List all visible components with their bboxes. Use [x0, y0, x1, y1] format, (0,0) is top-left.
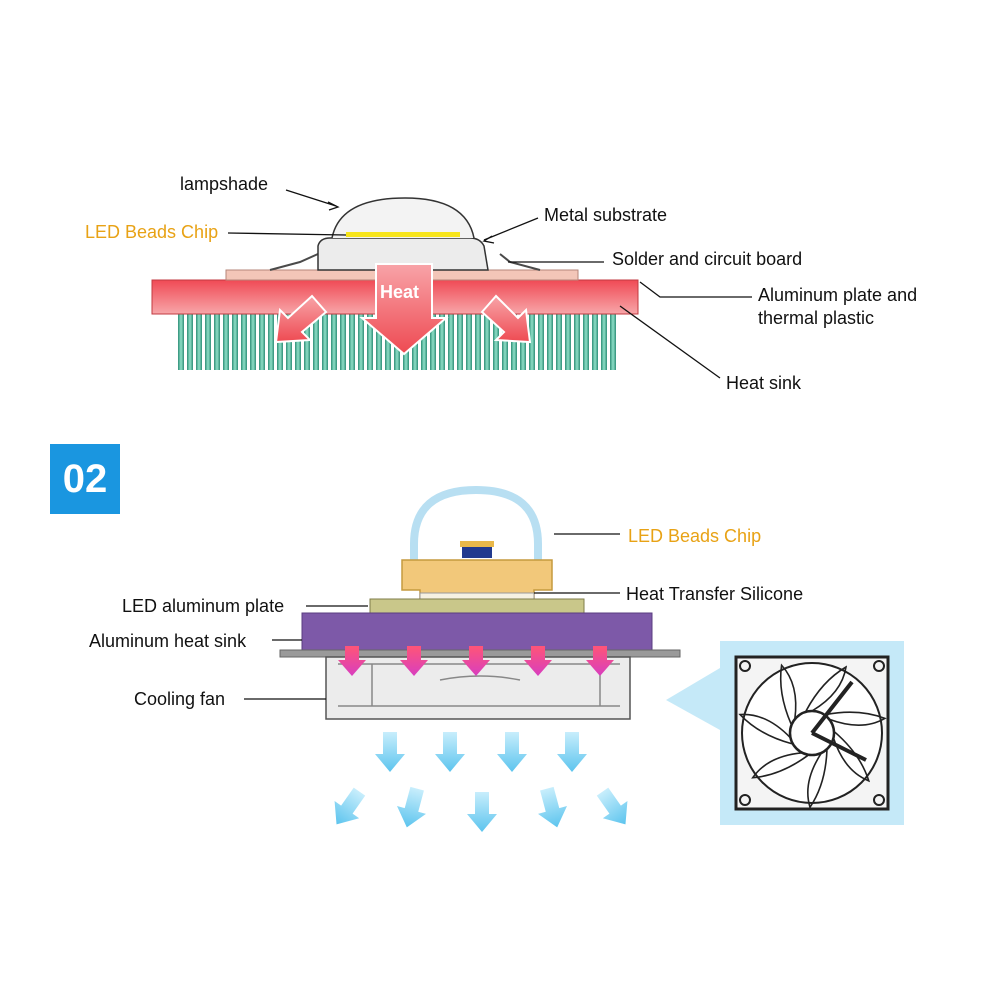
- fin: [529, 314, 535, 370]
- heat-arrow-icon: [524, 646, 552, 676]
- fin: [196, 314, 202, 370]
- heat-arrow-icon: [359, 263, 449, 356]
- label-solder-circuit-board: Solder and circuit board: [612, 249, 803, 269]
- fin: [187, 314, 193, 370]
- fin: [313, 314, 319, 370]
- label-aluminum-plate-2: thermal plastic: [758, 308, 875, 328]
- label-heat-sink: Heat sink: [726, 373, 802, 393]
- fin: [493, 314, 499, 370]
- fin: [340, 314, 346, 370]
- fin: [610, 314, 616, 370]
- heat-flow-arrows: [338, 646, 614, 676]
- fan-inset: [666, 641, 904, 825]
- fin: [349, 314, 355, 370]
- airflow-arrow-icon: [375, 732, 405, 772]
- callout-lines-2: [244, 533, 620, 700]
- fin: [439, 314, 445, 370]
- fin: [214, 314, 220, 370]
- heat-arrow-icon: [462, 646, 490, 676]
- fin: [421, 314, 427, 370]
- fin: [250, 314, 256, 370]
- label-led-chip-1: LED Beads Chip: [85, 222, 219, 242]
- airflow-arrow-icon: [334, 787, 366, 825]
- led-chip-2: [462, 546, 492, 558]
- fin: [475, 314, 481, 370]
- fin: [448, 314, 454, 370]
- fin: [538, 314, 544, 370]
- fin: [601, 314, 607, 370]
- lens-dome: [410, 485, 542, 566]
- airflow-arrow-icon: [538, 786, 568, 828]
- lampshade: [331, 197, 475, 239]
- label-heat-transfer-silicone: Heat Transfer Silicone: [626, 584, 804, 604]
- label-led-aluminum-plate: LED aluminum plate: [122, 596, 285, 616]
- chip-top: [460, 541, 494, 547]
- fin: [565, 314, 571, 370]
- fin: [367, 314, 373, 370]
- fan-icon: [738, 663, 887, 810]
- airflow-arrow-icon: [435, 732, 465, 772]
- fin: [232, 314, 238, 370]
- fin: [484, 314, 490, 370]
- label-led-chip-2: LED Beads Chip: [628, 526, 762, 546]
- fin: [592, 314, 598, 370]
- fin: [574, 314, 580, 370]
- fin: [457, 314, 463, 370]
- label-aluminum-plate-1: Aluminum plate and: [758, 285, 918, 305]
- led-chip-1: [346, 232, 460, 237]
- label-cooling-fan: Cooling fan: [134, 689, 226, 709]
- airflow-arrow-icon: [467, 792, 497, 832]
- airflow-arrow-icon: [596, 787, 628, 825]
- fin: [466, 314, 472, 370]
- fin: [268, 314, 274, 370]
- fin: [358, 314, 364, 370]
- heat-arrow-icon: [274, 294, 328, 344]
- chip-body: [401, 559, 553, 599]
- airflow-arrows: [334, 732, 628, 832]
- heat-arrow-icon: [338, 646, 366, 676]
- fin: [205, 314, 211, 370]
- fin: [385, 314, 391, 370]
- fin: [583, 314, 589, 370]
- fin: [547, 314, 553, 370]
- airflow-arrow-icon: [396, 786, 426, 828]
- fin: [295, 314, 301, 370]
- label-heat: Heat: [380, 282, 420, 302]
- fin: [223, 314, 229, 370]
- fin: [376, 314, 382, 370]
- fin: [241, 314, 247, 370]
- fin: [556, 314, 562, 370]
- fin: [259, 314, 265, 370]
- heat-arrow-icon: [400, 646, 428, 676]
- label-metal-substrate: Metal substrate: [544, 205, 668, 225]
- led-aluminum-plate: [369, 598, 585, 614]
- fin: [430, 314, 436, 370]
- label-lampshade: lampshade: [180, 174, 269, 194]
- fin: [331, 314, 337, 370]
- section-badge: 02: [50, 444, 120, 514]
- fin: [304, 314, 310, 370]
- fin: [502, 314, 508, 370]
- fin: [322, 314, 328, 370]
- airflow-arrow-icon: [497, 732, 527, 772]
- heat-arrow-icon: [586, 646, 614, 676]
- heat-arrow-icon: [480, 294, 532, 344]
- fin: [178, 314, 184, 370]
- callout-lines-1: [227, 189, 752, 379]
- airflow-arrow-icon: [557, 732, 587, 772]
- label-aluminum-heat-sink: Aluminum heat sink: [89, 631, 247, 651]
- heat-transfer-silicone: [419, 592, 535, 600]
